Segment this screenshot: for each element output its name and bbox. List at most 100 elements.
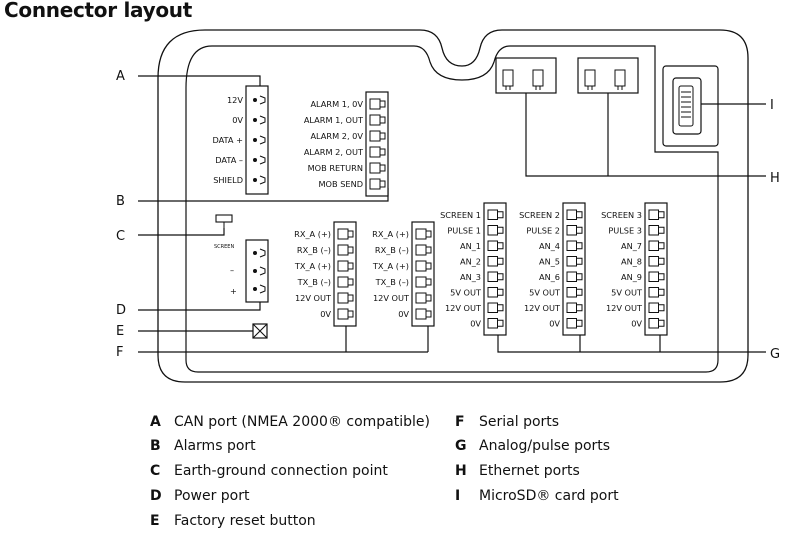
leader-line-d: [138, 299, 261, 311]
factory-reset-button: [252, 323, 268, 339]
terminal-label: RX_A (+): [372, 229, 409, 239]
page-title: Connector layout: [4, 0, 192, 22]
serial-port-1: RX_A (+) RX_B (–) TX_A (+) TX_B (–) 12V OUT 0…: [294, 221, 357, 327]
terminal-label: AN_9: [621, 272, 642, 282]
callout-a: A: [116, 69, 125, 84]
terminal-label: TX_A (+): [372, 261, 409, 271]
callout-e: E: [116, 324, 124, 339]
terminal-label: AN_7: [621, 241, 642, 251]
terminal-label: 12V OUT: [524, 303, 561, 313]
leader-line-a: [138, 75, 261, 86]
terminal-label: PULSE 1: [447, 225, 481, 235]
terminal-label: DATA +: [212, 135, 243, 145]
terminal-label: 0V: [320, 309, 331, 319]
terminal-label: AN_3: [460, 272, 481, 282]
power-port-screen-label: SCREEN: [214, 244, 234, 250]
analog-port-1: SCREEN 1 PULSE 1 AN_1AN_2AN_3 5V OUT 12V OUT…: [440, 202, 507, 336]
terminal-label: 12V OUT: [373, 293, 410, 303]
terminal-label: 0V: [232, 115, 243, 125]
legend-text: Factory reset button: [174, 513, 316, 529]
legend-item: G Analog/pulse ports: [455, 438, 610, 460]
leader-line-g: [497, 329, 766, 353]
power-port: [245, 239, 269, 303]
terminal-label: TX_B (–): [297, 277, 331, 287]
earth-ground-point: [215, 214, 233, 228]
power-port-minus-label: –: [230, 265, 234, 275]
serial-port-2: RX_A (+)RX_B (–)TX_A (+)TX_B (–)12V OUT0…: [372, 221, 435, 327]
terminal-label: AN_5: [539, 256, 560, 266]
terminal-label: RX_A (+): [294, 229, 331, 239]
legend-key: B: [150, 438, 161, 454]
terminal-label: AN_4: [539, 241, 560, 251]
callout-f: F: [116, 345, 123, 360]
microsd-card-port: [662, 65, 719, 147]
terminal-label: 0V: [549, 318, 560, 328]
terminal-label: 12V OUT: [606, 303, 643, 313]
terminal-label: 5V OUT: [450, 287, 482, 297]
terminal-label: SHIELD: [213, 175, 243, 185]
terminal-label: ALARM 1, 0V: [310, 99, 363, 109]
terminal-blocks: 12V 0V DATA + DATA – SHIELD ALARM 1, 0V ALARM …: [212, 85, 668, 336]
terminal-label: DATA –: [215, 155, 243, 165]
legend-key: E: [150, 513, 160, 529]
legend-key: H: [455, 463, 467, 479]
device-inner-outline: [185, 45, 719, 373]
terminal-label: 5V OUT: [529, 287, 561, 297]
legend-text: Serial ports: [479, 414, 560, 430]
terminal-label: SCREEN 3: [601, 210, 642, 220]
legend-key: D: [150, 488, 162, 504]
legend-text: MicroSD® card port: [479, 488, 619, 504]
callout-g: G: [770, 347, 780, 362]
legend-text: Ethernet ports: [479, 463, 580, 479]
terminal-label: 0V: [631, 318, 642, 328]
terminal-label: MOB RETURN: [308, 163, 363, 173]
legend-text: CAN port (NMEA 2000® compatible): [174, 414, 430, 430]
terminal-label: AN_6: [539, 272, 560, 282]
terminal-label: 12V OUT: [445, 303, 482, 313]
legend-item: I MicroSD® card port: [455, 488, 619, 510]
legend-item: E Factory reset button: [150, 513, 316, 535]
terminal-label: ALARM 2, OUT: [304, 147, 364, 157]
terminal-label: RX_B (–): [297, 245, 331, 255]
terminal-label: AN_2: [460, 256, 481, 266]
legend-key: F: [455, 414, 465, 430]
ethernet-port-1: [495, 57, 557, 94]
terminal-label: SCREEN 1: [440, 210, 481, 220]
legend-text: Analog/pulse ports: [479, 438, 611, 454]
terminal-label: ALARM 1, OUT: [304, 115, 364, 125]
legend-text: Earth-ground connection point: [174, 463, 388, 479]
ethernet-port-2: [577, 57, 639, 94]
power-port-plus-label: +: [230, 286, 237, 296]
terminal-label: 12V OUT: [295, 293, 332, 303]
terminal-label: PULSE 2: [526, 225, 560, 235]
legend-key: G: [455, 438, 467, 454]
legend-key: I: [455, 488, 461, 504]
device-outer-outline: [157, 29, 749, 383]
callout-h: H: [770, 171, 780, 186]
terminal-label: 0V: [398, 309, 409, 319]
terminal-label: 12V: [227, 95, 243, 105]
callout-i: I: [770, 98, 774, 113]
legend-key: C: [150, 463, 161, 479]
legend-item: B Alarms port: [150, 438, 256, 460]
legend-text: Power port: [174, 488, 250, 504]
terminal-label: RX_B (–): [375, 245, 409, 255]
callout-b: B: [116, 194, 125, 209]
terminal-label: 0V: [470, 318, 481, 328]
terminal-label: TX_A (+): [294, 261, 331, 271]
terminal-label: AN_8: [621, 256, 642, 266]
terminal-label: AN_1: [460, 241, 481, 251]
legend-item: H Ethernet ports: [455, 463, 580, 485]
can-port: 12V 0V DATA + DATA – SHIELD: [212, 85, 269, 195]
legend-text: Alarms port: [174, 438, 256, 454]
legend-item: F Serial ports: [455, 414, 559, 436]
callout-d: D: [116, 303, 126, 318]
legend-item: A CAN port (NMEA 2000® compatible): [150, 414, 430, 436]
leader-line-c: [138, 228, 225, 236]
callout-c: C: [116, 229, 125, 244]
terminal-label: MOB SEND: [318, 179, 363, 189]
terminal-label: ALARM 2, 0V: [310, 131, 363, 141]
legend-key: A: [150, 414, 161, 430]
